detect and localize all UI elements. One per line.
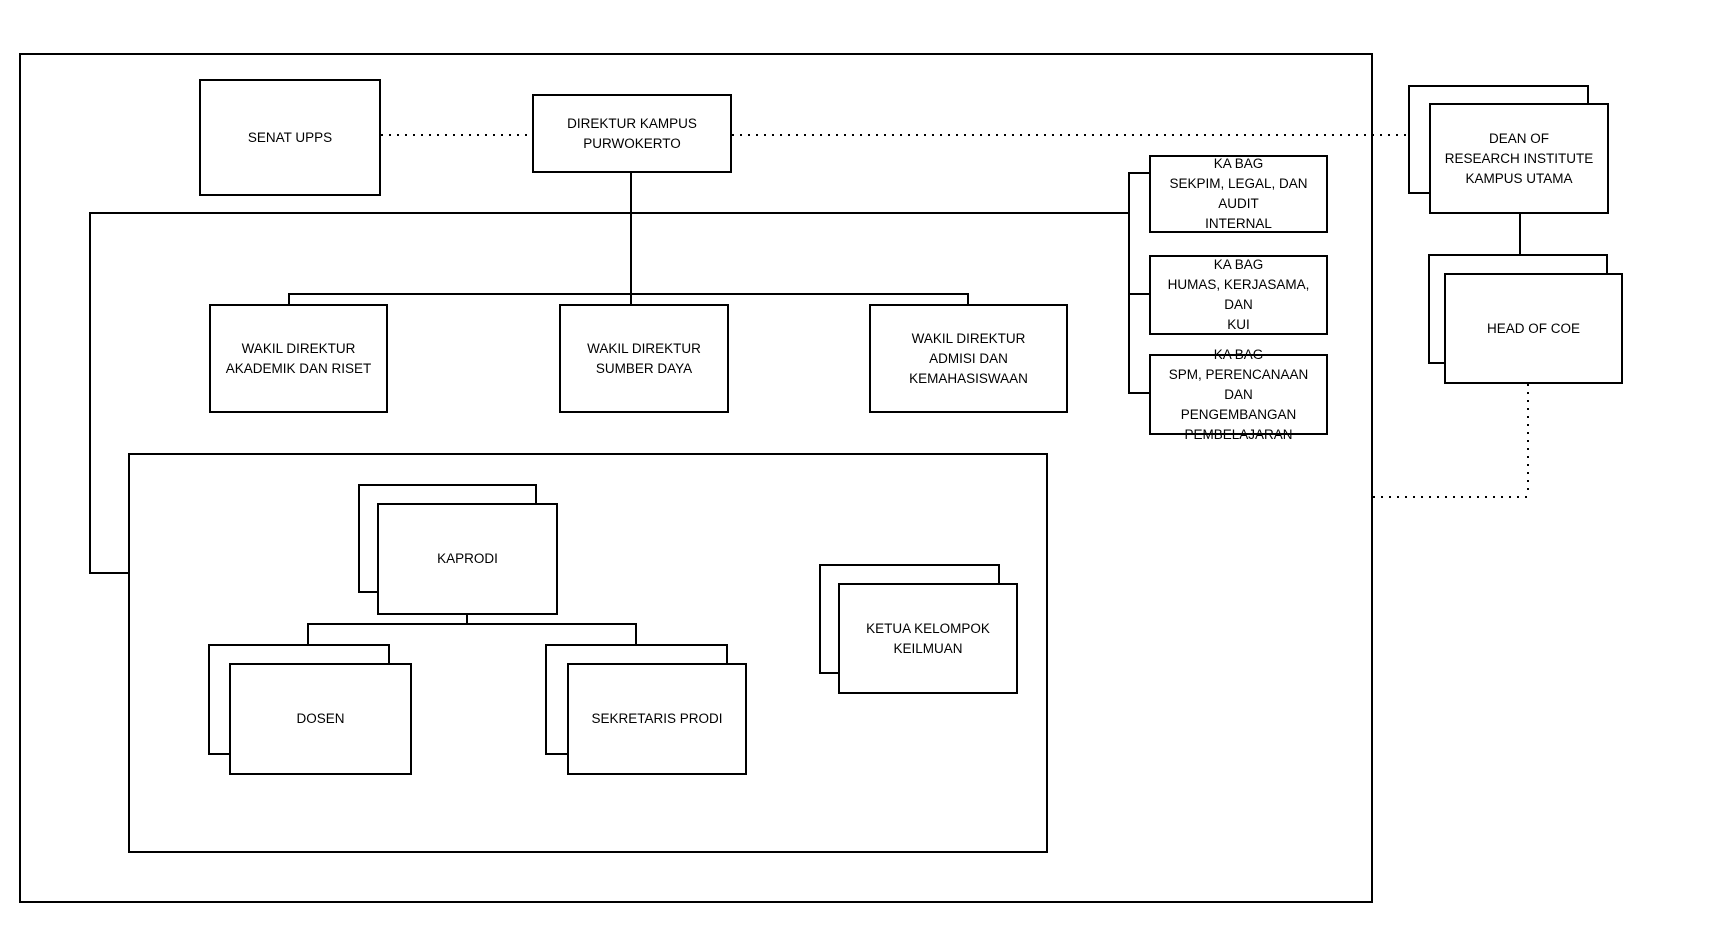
- connector-left-stub-to-group: [89, 572, 130, 574]
- connector-kabag3-stub: [1128, 392, 1150, 394]
- dotted-coe-to-boundary: [1373, 496, 1529, 498]
- stack-front-box: KAPRODI: [377, 503, 558, 615]
- connector-kabag2-stub: [1128, 293, 1150, 295]
- node-kabag-spm: KA BAG SPM, PERENCANAAN DAN PENGEMBANGAN…: [1149, 347, 1328, 442]
- stack-front-box: KETUA KELOMPOK KEILMUAN: [838, 583, 1018, 694]
- connector-sekretaris-stub: [635, 623, 637, 645]
- connector-wakil1-stub: [288, 293, 290, 304]
- connector-wakil3-stub: [967, 293, 969, 304]
- connector-wakil-rail: [288, 293, 969, 295]
- prodi-group-rect: [128, 453, 1048, 853]
- connector-kabag1-stub: [1128, 172, 1150, 174]
- stack-front-box: DOSEN: [229, 663, 412, 775]
- node-dean-research-institute: DEAN OF RESEARCH INSTITUTE KAMPUS UTAMA: [1408, 85, 1609, 214]
- connector-kaprodi-stub: [466, 614, 468, 625]
- node-senat-upps: SENAT UPPS: [199, 79, 381, 196]
- stack-front-box: HEAD OF COE: [1444, 273, 1623, 384]
- node-kabag-sekpim: KA BAG SEKPIM, LEGAL, DAN AUDIT INTERNAL: [1149, 155, 1328, 233]
- connector-dosen-stub: [307, 623, 309, 645]
- dotted-senat-direktur: [381, 134, 532, 136]
- node-direktur-kampus: DIREKTUR KAMPUS PURWOKERTO: [532, 94, 732, 173]
- connector-left-vertical: [89, 212, 91, 574]
- node-sekretaris-prodi: SEKRETARIS PRODI: [545, 644, 747, 775]
- dotted-direktur-dean: [732, 134, 1408, 136]
- node-wakil-direktur-akademik: WAKIL DIREKTUR AKADEMIK DAN RISET: [209, 304, 388, 413]
- node-kaprodi: KAPRODI: [358, 484, 558, 615]
- node-dosen: DOSEN: [208, 644, 412, 775]
- dotted-coe-vertical: [1527, 384, 1529, 496]
- campus-boundary-rect: [19, 53, 1373, 903]
- node-kabag-humas: KA BAG HUMAS, KERJASAMA, DAN KUI: [1149, 255, 1328, 335]
- node-ketua-kelompok-keilmuan: KETUA KELOMPOK KEILMUAN: [819, 564, 1018, 694]
- stack-front-box: DEAN OF RESEARCH INSTITUTE KAMPUS UTAMA: [1429, 103, 1609, 214]
- connector-dean-coe-stem: [1519, 214, 1521, 255]
- connector-kabag-bracket: [1128, 172, 1130, 394]
- connector-prodi-rail: [307, 623, 637, 625]
- node-wakil-direktur-sumber-daya: WAKIL DIREKTUR SUMBER DAYA: [559, 304, 729, 413]
- connector-feed-horizontal: [89, 212, 1130, 214]
- node-wakil-direktur-admisi: WAKIL DIREKTUR ADMISI DAN KEMAHASISWAAN: [869, 304, 1068, 413]
- stack-front-box: SEKRETARIS PRODI: [567, 663, 747, 775]
- connector-direktur-stem: [630, 173, 632, 304]
- node-head-of-coe: HEAD OF COE: [1428, 254, 1623, 384]
